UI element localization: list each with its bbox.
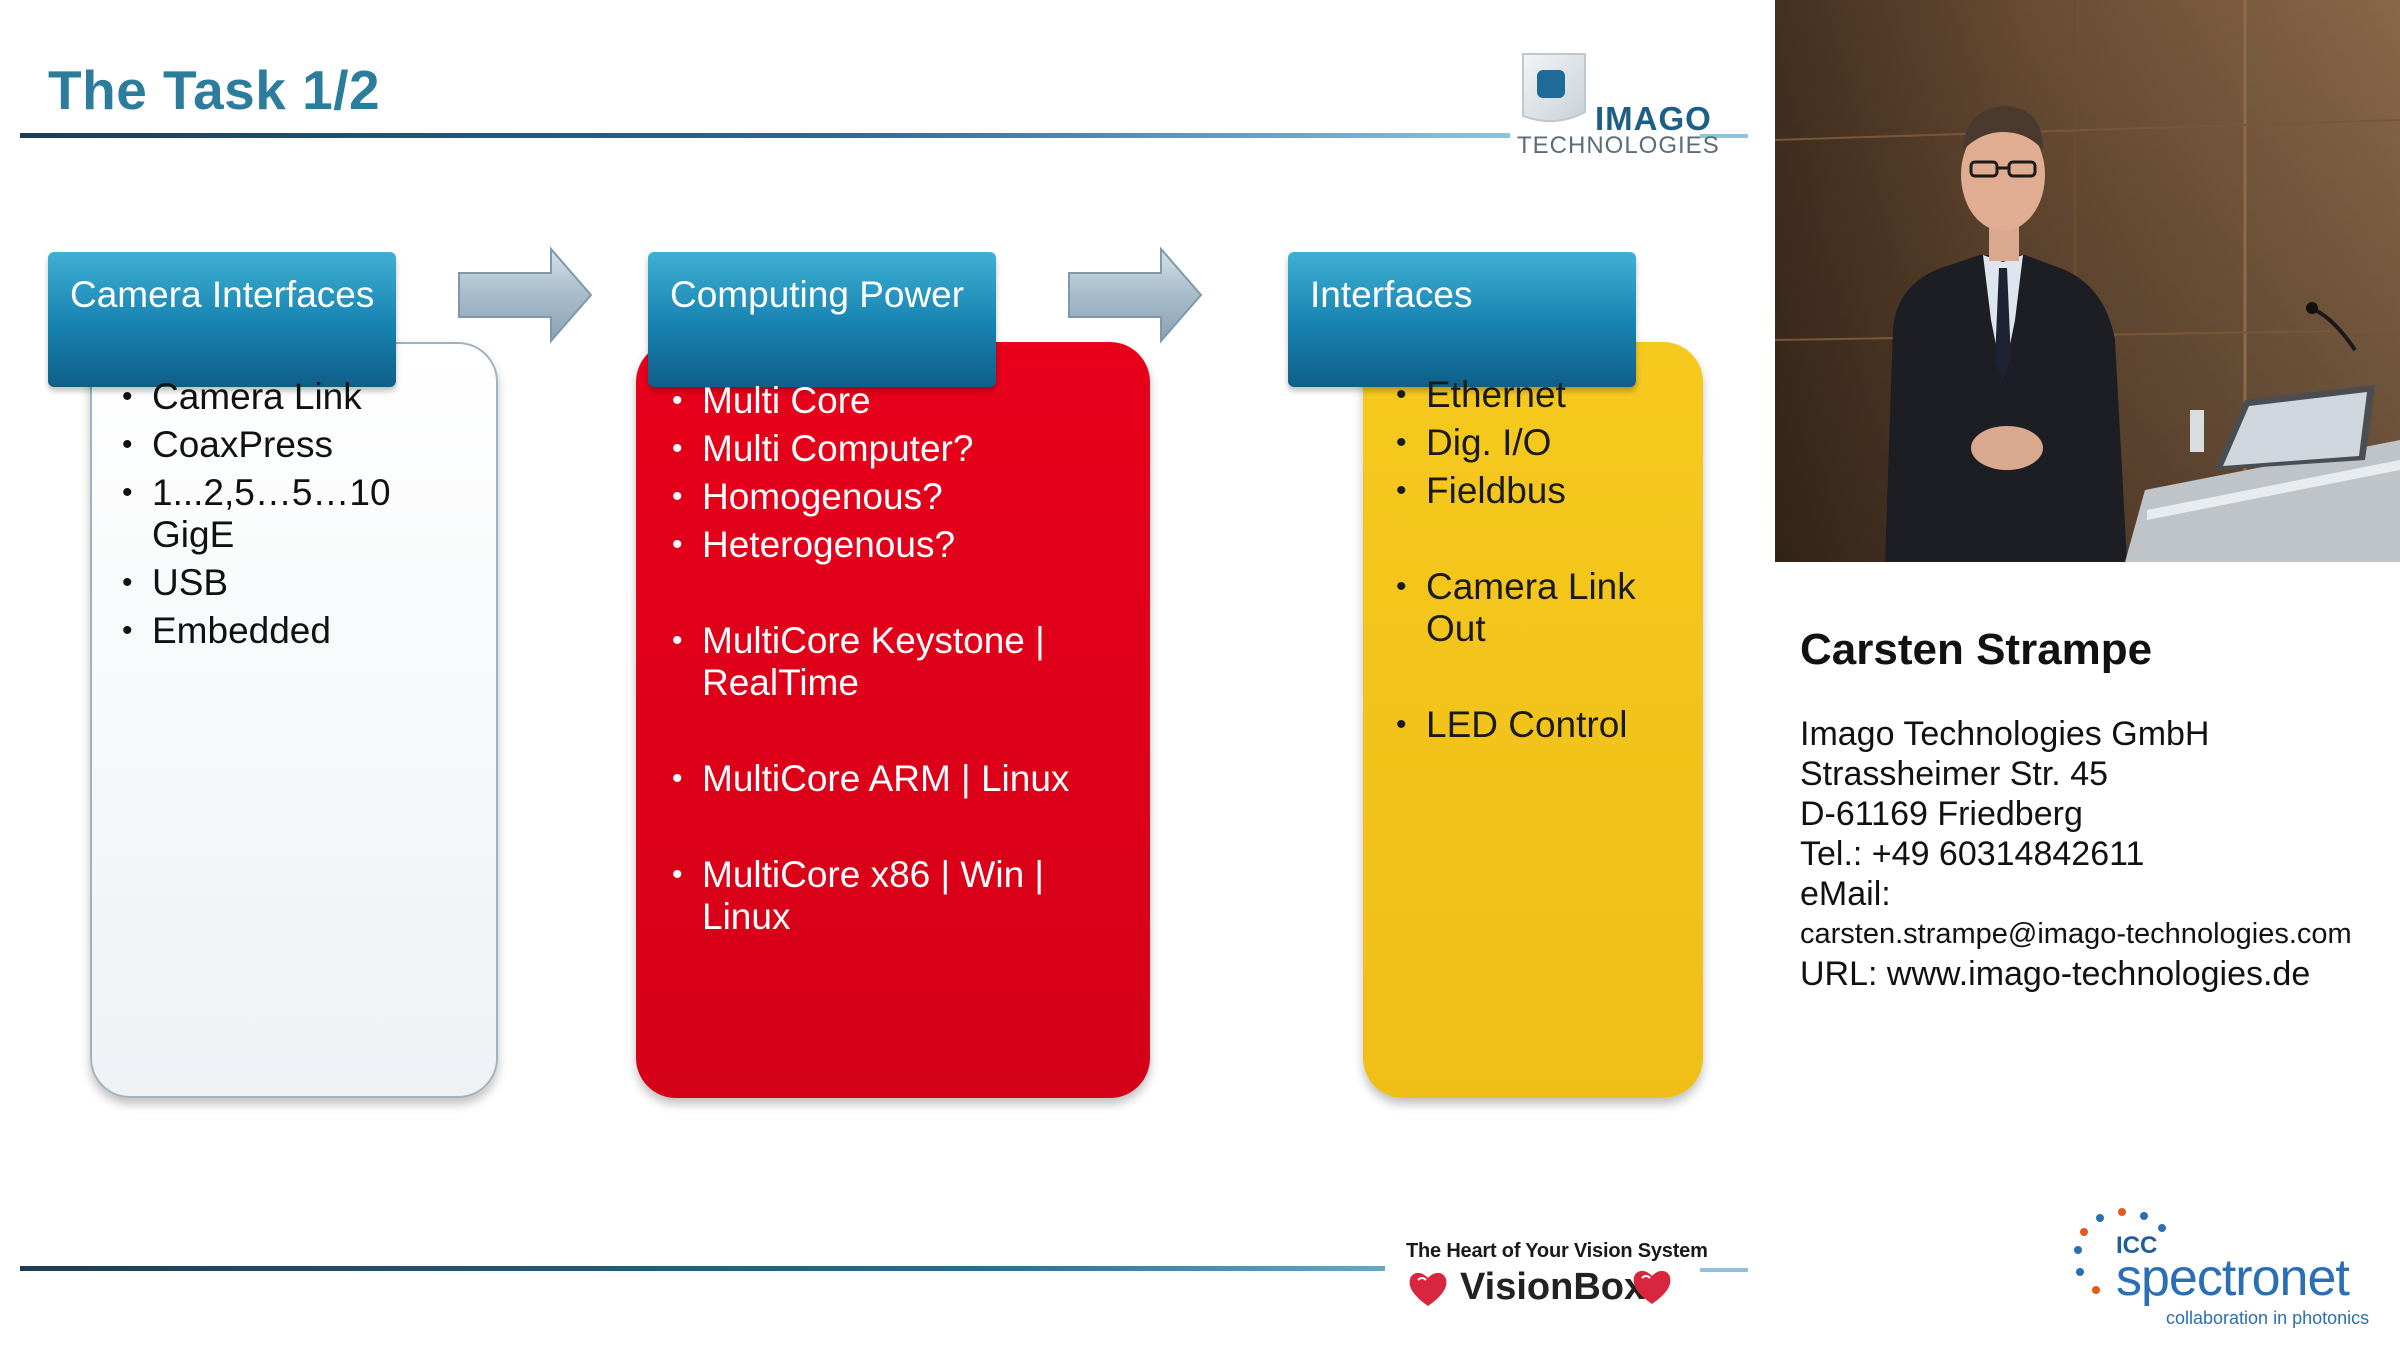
icc-label: ICC [2116, 1232, 2158, 1259]
visionbox-brand: VisionBox [1460, 1266, 1646, 1308]
logo-dot [2076, 1268, 2084, 1276]
bottom-divider [20, 1266, 1385, 1271]
list-item: CoaxPress [122, 424, 482, 466]
heart-icon [1633, 1270, 1671, 1304]
visionbox-logo: The Heart of Your Vision System VisionBo… [1398, 1236, 1708, 1316]
logo-dot [2118, 1208, 2126, 1216]
list-item: Multi Computer? [672, 428, 1132, 470]
street-address: Strassheimer Str. 45 [1800, 755, 2109, 793]
camera-interfaces-list: Camera Link CoaxPress 1...2,5…5…10 GigE … [122, 376, 482, 658]
logo-dot [2080, 1228, 2088, 1236]
logo-dot [2158, 1224, 2166, 1232]
imago-word: IMAGO [1595, 100, 1712, 137]
email-address: carsten.strampe@imago-technologies.com [1800, 918, 2352, 950]
list-item: Multi Core [672, 380, 1132, 422]
list-item: 1...2,5…5…10 GigE [122, 472, 482, 556]
list-item: Heterogenous? [672, 524, 1132, 566]
spectronet-word: spectronet [2116, 1249, 2350, 1307]
website-url: URL: www.imago-technologies.de [1800, 955, 2311, 993]
bottom-divider-tail [1700, 1268, 1748, 1272]
list-item: Fieldbus [1396, 470, 1696, 512]
imago-mark-icon [1522, 53, 1586, 123]
slide-title: The Task 1/2 [48, 59, 381, 121]
company-name: Imago Technologies GmbH [1800, 715, 2210, 753]
speaker-contact: Imago Technologies GmbH Strassheimer Str… [1800, 714, 2352, 994]
speaker-name: Carsten Strampe [1800, 625, 2153, 674]
presentation-slide: The Task 1/2 IMAGO TECHNOLOGIES Camera I… [0, 0, 1775, 1350]
top-divider [20, 133, 1510, 138]
logo-dot [2092, 1286, 2100, 1294]
list-item: Embedded [122, 610, 482, 652]
list-item: Camera Link Out [1396, 566, 1696, 650]
list-item: MultiCore ARM | Linux [672, 758, 1132, 800]
list-item: MultiCore Keystone | RealTime [672, 620, 1132, 704]
list-item: MultiCore x86 | Win | Linux [672, 854, 1132, 938]
logo-dot [2096, 1214, 2104, 1222]
list-item: Camera Link [122, 376, 482, 418]
camera-interfaces-box [90, 342, 498, 1098]
heart-icon [1409, 1272, 1447, 1306]
list-item: LED Control [1396, 704, 1696, 746]
imago-subtitle: TECHNOLOGIES [1517, 132, 1720, 159]
imago-logo: IMAGO TECHNOLOGIES [1515, 50, 1719, 160]
city-address: D-61169 Friedberg [1800, 795, 2083, 833]
right-arrow-icon [458, 246, 593, 344]
spectronet-logo: ICC spectronet collaboration in photonic… [2066, 1206, 2386, 1336]
top-divider-tail [1700, 134, 1748, 138]
list-item: Ethernet [1396, 374, 1696, 416]
logo-dot [2140, 1212, 2148, 1220]
header-computing-power: Computing Power [648, 252, 996, 387]
email-label: eMail: [1800, 875, 1891, 913]
list-item: Homogenous? [672, 476, 1132, 518]
header-camera-interfaces: Camera Interfaces [48, 252, 396, 387]
speaker-video [1775, 0, 2400, 562]
spectronet-tagline: collaboration in photonics [2166, 1308, 2370, 1328]
visionbox-tagline: The Heart of Your Vision System [1406, 1240, 1708, 1262]
list-item: USB [122, 562, 482, 604]
computing-power-list: Multi Core Multi Computer? Homogenous? H… [672, 380, 1132, 938]
logo-dot [2074, 1246, 2082, 1254]
header-interfaces: Interfaces [1288, 252, 1636, 387]
phone-number: Tel.: +49 60314842611 [1800, 835, 2145, 873]
right-arrow-icon [1068, 246, 1203, 344]
interfaces-list: Ethernet Dig. I/O Fieldbus Camera Link O… [1396, 374, 1696, 746]
list-item: Dig. I/O [1396, 422, 1696, 464]
